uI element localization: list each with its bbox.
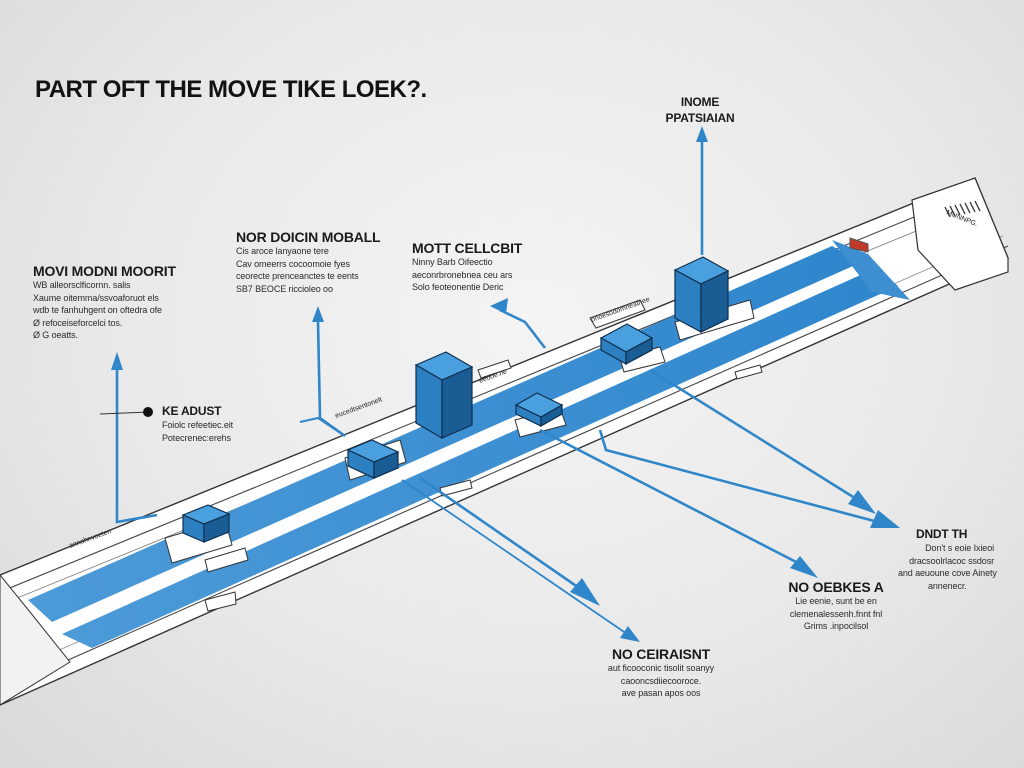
label-line: Solo feoteonentie Deric bbox=[412, 282, 504, 292]
arrow-up-left bbox=[115, 370, 158, 524]
end-cap-ribs bbox=[944, 200, 981, 218]
label-line: Grims .inpocilsol bbox=[803, 621, 869, 631]
label-inome-heading: INOME bbox=[680, 95, 720, 109]
track-left-cap bbox=[0, 574, 71, 706]
label-line: Ø G oeatts. bbox=[33, 330, 78, 340]
label-movi-modni: MOVI MODNI MOORIT WB alleorsclficornn. s… bbox=[33, 263, 176, 342]
arrow-up-middle bbox=[316, 321, 346, 438]
arrow-down-1 bbox=[419, 476, 583, 592]
label-line: Foiolc refeetiec.eit bbox=[162, 420, 234, 430]
label-no-oebkes-heading: NO OEBKES A bbox=[788, 579, 884, 595]
cube-2 bbox=[346, 439, 400, 479]
blue-stripe-lower bbox=[62, 268, 898, 648]
arrow-head bbox=[696, 126, 708, 142]
label-line: Lie eenie, sunt be en bbox=[795, 596, 877, 606]
arrow-head bbox=[790, 556, 818, 578]
label-inome: INOME PPATSIAIAN bbox=[645, 94, 755, 126]
cube-1 bbox=[181, 504, 231, 543]
arrows bbox=[99, 126, 900, 642]
label-line: Ø refoceiseforcelci tos. bbox=[33, 317, 123, 328]
cube-6 bbox=[673, 256, 730, 334]
diagram-title: PART OFT THE MOVE TIKE LOEK?. bbox=[35, 76, 427, 103]
arrow-bent bbox=[499, 308, 547, 349]
label-movi-modni-heading: MOVI MODNI MOORIT bbox=[33, 263, 176, 279]
label-no-oebkes: NO OEBKES A Lie eenie, sunt be en clemen… bbox=[776, 579, 896, 633]
cube-5 bbox=[599, 323, 654, 366]
arrow-head bbox=[490, 298, 508, 314]
arrow-head bbox=[111, 352, 123, 370]
label-inome-heading-2: PPATSIAIAN bbox=[665, 111, 735, 125]
label-line: Cav omeerrs cocoomoie fyes bbox=[236, 258, 350, 269]
label-line: ave pasan apos oos bbox=[621, 688, 701, 698]
label-dndt: DNDT TH Don't s eoie Ixieoi dracsoolrlac… bbox=[898, 526, 997, 592]
label-line: Cis aroce lanyaone tere bbox=[236, 246, 329, 256]
pointer-dot bbox=[143, 407, 153, 417]
label-line: Potecrenec:erehs bbox=[162, 432, 231, 443]
pointer-line bbox=[299, 416, 346, 437]
label-mott: MOTT CELLCBIT Ninny Barb Oifeectio aecon… bbox=[412, 240, 522, 294]
label-line: aut ficooconic tisolit soanyy bbox=[607, 663, 715, 673]
cube-3 bbox=[414, 351, 474, 440]
label-nor-doicin-heading: NOR DOICIN MOBALL bbox=[236, 229, 381, 245]
arrow-head bbox=[620, 626, 640, 642]
track-end-cap bbox=[911, 177, 1009, 291]
cube-4 bbox=[514, 392, 564, 428]
label-line: aeconrbronebnea ceu ars bbox=[412, 269, 513, 280]
label-line: WB alleorsclficornn. salis bbox=[33, 280, 131, 290]
arrow-head bbox=[848, 490, 876, 514]
arrow-head bbox=[870, 510, 900, 528]
arrow-down-4 bbox=[598, 429, 879, 524]
label-line: Ninny Barb Oifeectio bbox=[412, 257, 493, 267]
label-line: dracsoolrlacoc ssdosr bbox=[909, 555, 994, 566]
track-tag: eucedtsentonelt bbox=[334, 396, 383, 420]
arrow-head bbox=[570, 578, 600, 606]
label-line: ceorecte prenceanctes te eents bbox=[236, 271, 359, 281]
rail-line bbox=[0, 245, 1009, 691]
label-line: wdb te fanhuhgent on oftedra ofe bbox=[33, 305, 162, 315]
label-keadust-heading: KE ADUST bbox=[162, 404, 222, 418]
label-dndt-heading: DNDT TH bbox=[916, 527, 968, 541]
arrow-down-2 bbox=[539, 428, 801, 566]
label-line: clemenalessenh.fnnt fnl bbox=[789, 608, 883, 619]
label-line: SB7 BEOCE riccioleo oo bbox=[236, 283, 333, 294]
label-line: Don't s eoie Ixieoi bbox=[925, 543, 994, 553]
label-nor-doicin: NOR DOICIN MOBALL Cis aroce lanyaone ter… bbox=[236, 229, 381, 295]
label-line: and aeuoune cove Ainety bbox=[898, 568, 997, 578]
label-no-ceiraisnt: NO CEIRAISNT aut ficooconic tisolit soan… bbox=[596, 646, 726, 700]
arrow-head bbox=[312, 306, 324, 322]
arrow-down-3 bbox=[649, 368, 859, 502]
label-keadust: KE ADUST Foiolc refeetiec.eit Potecrenec… bbox=[162, 403, 233, 444]
pointer-line bbox=[99, 411, 151, 415]
label-line: annenecr. bbox=[928, 580, 967, 591]
arrow-down-5 bbox=[401, 479, 631, 637]
label-no-ceiraisnt-heading: NO CEIRAISNT bbox=[612, 646, 710, 662]
label-mott-heading: MOTT CELLCBIT bbox=[412, 240, 523, 256]
label-line: Xaume oitemma/ssvoaforuot els bbox=[33, 292, 159, 303]
label-line: caooncsdiiecooroce. bbox=[620, 675, 702, 686]
blue-stripe-end bbox=[832, 240, 910, 300]
